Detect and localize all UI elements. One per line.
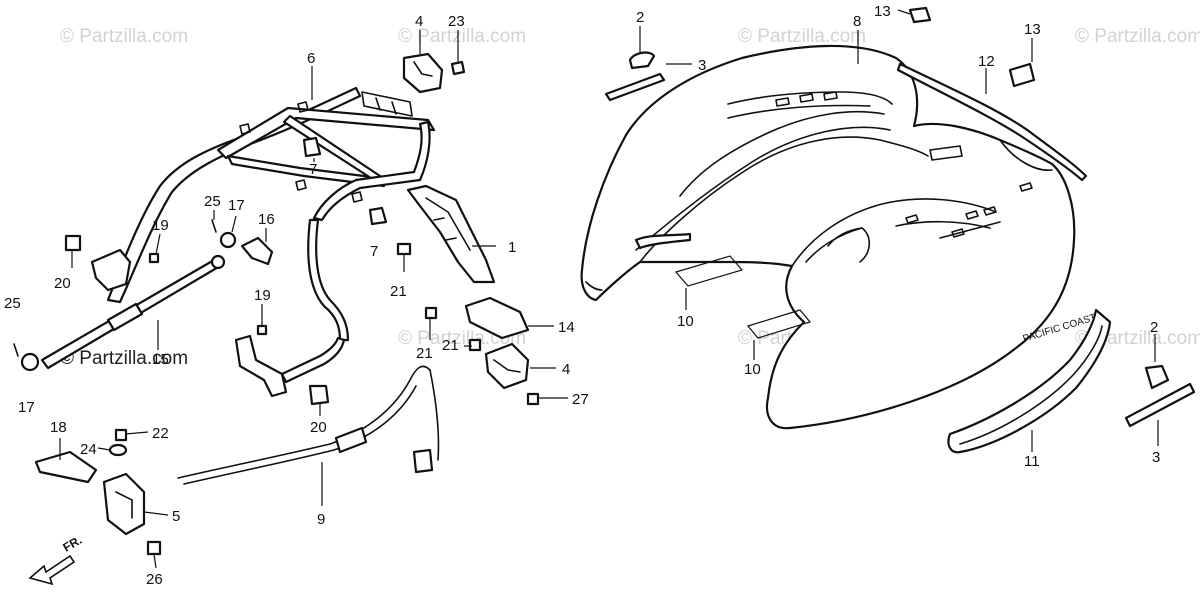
clip-19-center bbox=[256, 324, 268, 336]
rubber-bumper-7-top bbox=[302, 136, 322, 158]
callout-7: 7 bbox=[370, 243, 378, 260]
callout-27: 27 bbox=[572, 391, 589, 408]
washer-17-top bbox=[219, 231, 237, 249]
callout-13: 13 bbox=[1024, 21, 1041, 38]
watermark: © Partzilla.com bbox=[398, 26, 526, 47]
bracket-16 bbox=[240, 236, 274, 266]
callout-19: 19 bbox=[152, 217, 169, 234]
arrow-icon bbox=[28, 554, 76, 586]
rubber-strip-3-top bbox=[604, 72, 666, 102]
watermark: © Partzilla.com bbox=[60, 26, 188, 47]
leader-lines bbox=[59, 9, 1159, 569]
label-sticker-upper bbox=[674, 255, 744, 287]
grommet-20-center bbox=[308, 384, 330, 406]
rear-trunk-cover: PACIFIC COAST bbox=[580, 44, 1097, 430]
screw-27 bbox=[526, 392, 540, 406]
bolt-26 bbox=[146, 540, 162, 556]
cable-adjuster bbox=[334, 426, 368, 454]
callout-19: 19 bbox=[254, 287, 271, 304]
callout-21: 21 bbox=[416, 345, 433, 362]
callout-4: 4 bbox=[562, 361, 570, 378]
cable-end bbox=[412, 448, 434, 474]
clip-19-left bbox=[148, 252, 160, 264]
callout-24: 24 bbox=[80, 441, 97, 458]
side-trim-11 bbox=[947, 308, 1112, 454]
callout-20: 20 bbox=[54, 275, 71, 292]
callout-numbers: 1 2 2 3 3 4 4 5 6 7 7 8 9 10 10 11 12 13… bbox=[4, 3, 1160, 588]
bracket-18 bbox=[34, 450, 98, 484]
callout-9: 9 bbox=[317, 511, 325, 528]
plate-14 bbox=[464, 296, 530, 340]
cushion-2-right bbox=[1144, 364, 1170, 390]
pin-25-top bbox=[211, 219, 217, 233]
callout-13: 13 bbox=[874, 3, 891, 20]
rail-bracket-lower bbox=[234, 334, 288, 398]
callout-3: 3 bbox=[698, 57, 706, 74]
watermark: © Partzilla.com bbox=[738, 26, 866, 47]
callout-25: 25 bbox=[204, 193, 221, 210]
label-sticker-lower bbox=[746, 309, 812, 339]
strut-end bbox=[210, 254, 226, 270]
washer-17-left bbox=[20, 352, 40, 372]
callout-2: 2 bbox=[636, 9, 644, 26]
callout-1: 1 bbox=[508, 239, 516, 256]
watermark: © Partzilla.com bbox=[1075, 26, 1200, 47]
callout-6: 6 bbox=[307, 50, 315, 67]
callout-11: 11 bbox=[1024, 453, 1040, 470]
front-direction-arrow: FR. bbox=[28, 533, 85, 586]
rubber-strip-3-right bbox=[1124, 382, 1196, 428]
callout-12: 12 bbox=[978, 53, 995, 70]
callout-10: 10 bbox=[744, 361, 761, 378]
callout-14: 14 bbox=[558, 319, 575, 336]
callout-15: 15 bbox=[152, 351, 169, 368]
rubber-stop-13-top bbox=[908, 6, 932, 24]
clip-23 bbox=[450, 60, 466, 76]
callout-8: 8 bbox=[853, 13, 861, 30]
seal-strip-12 bbox=[896, 62, 1088, 182]
edge-trim bbox=[634, 232, 692, 250]
rubber-stop-13 bbox=[1008, 62, 1036, 88]
bolt-21-a bbox=[396, 242, 412, 256]
grab-rail-6 bbox=[106, 86, 436, 384]
callout-16: 16 bbox=[258, 211, 275, 228]
callout-10: 10 bbox=[677, 313, 694, 330]
latch-4-top bbox=[402, 52, 444, 94]
callout-7: 7 bbox=[309, 161, 317, 178]
latch-4-lower bbox=[484, 342, 530, 390]
callout-21: 21 bbox=[442, 337, 459, 354]
washer-24 bbox=[108, 443, 128, 457]
callout-3: 3 bbox=[1152, 449, 1160, 466]
rubber-bumper-7-mid bbox=[368, 206, 388, 226]
callout-20: 20 bbox=[310, 419, 327, 436]
callout-17: 17 bbox=[18, 399, 35, 416]
callout-25: 25 bbox=[4, 295, 21, 312]
bolt-21-c bbox=[468, 338, 482, 352]
callout-26: 26 bbox=[146, 571, 163, 588]
cushion-2-top bbox=[628, 51, 656, 70]
callout-23: 23 bbox=[448, 13, 465, 30]
callout-4: 4 bbox=[415, 13, 423, 30]
pin-25-left bbox=[13, 343, 19, 357]
watermark: © Partzilla.com bbox=[60, 348, 188, 369]
callout-21: 21 bbox=[390, 283, 407, 300]
callout-5: 5 bbox=[172, 508, 180, 525]
front-label: FR. bbox=[61, 533, 85, 555]
lock-5 bbox=[102, 472, 146, 536]
rail-bracket-left bbox=[90, 248, 132, 292]
callout-2: 2 bbox=[1150, 319, 1158, 336]
screw-22 bbox=[114, 428, 128, 442]
gas-strut-body bbox=[106, 302, 144, 332]
callout-17: 17 bbox=[228, 197, 245, 214]
callout-22: 22 bbox=[152, 425, 169, 442]
bolt-21-b bbox=[424, 306, 438, 320]
callout-18: 18 bbox=[50, 419, 67, 436]
release-cable-9 bbox=[177, 365, 431, 479]
hinge-bracket-1 bbox=[406, 184, 496, 284]
grommet-20-left bbox=[64, 234, 82, 252]
